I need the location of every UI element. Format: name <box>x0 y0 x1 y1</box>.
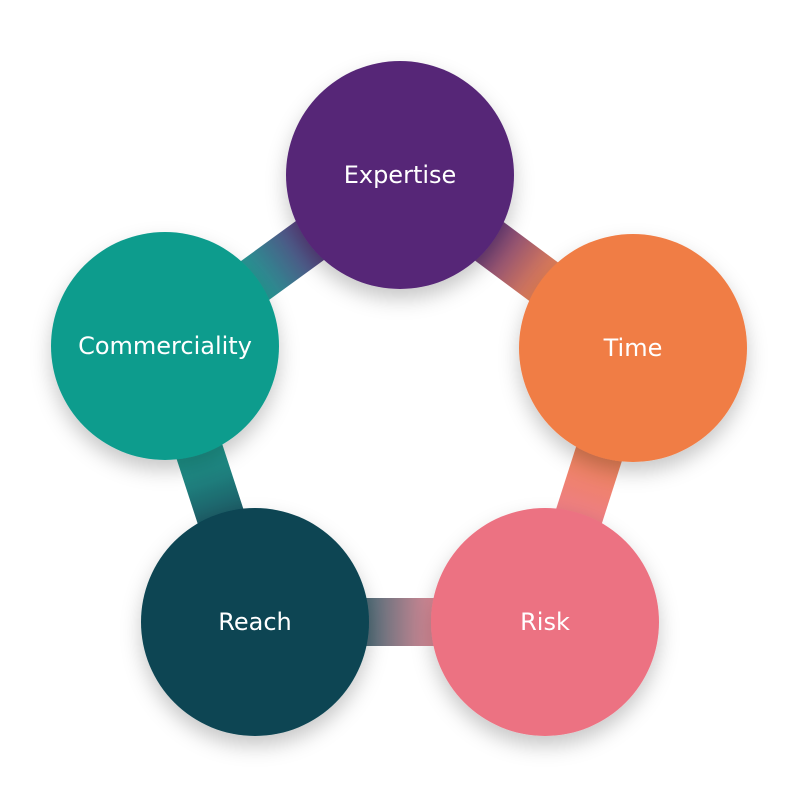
node-time: Time <box>519 234 747 462</box>
node-circle-risk <box>431 508 659 736</box>
node-commerciality: Commerciality <box>51 232 279 460</box>
node-expertise: Expertise <box>286 61 514 289</box>
node-circle-reach <box>141 508 369 736</box>
node-circle-expertise <box>286 61 514 289</box>
node-circle-time <box>519 234 747 462</box>
node-label-time: Time <box>603 334 663 362</box>
node-label-risk: Risk <box>520 608 570 636</box>
node-label-reach: Reach <box>218 608 291 636</box>
node-risk: Risk <box>431 508 659 736</box>
node-label-expertise: Expertise <box>344 161 457 189</box>
node-label-commerciality: Commerciality <box>78 332 252 360</box>
node-reach: Reach <box>141 508 369 736</box>
node-circle-commerciality <box>51 232 279 460</box>
